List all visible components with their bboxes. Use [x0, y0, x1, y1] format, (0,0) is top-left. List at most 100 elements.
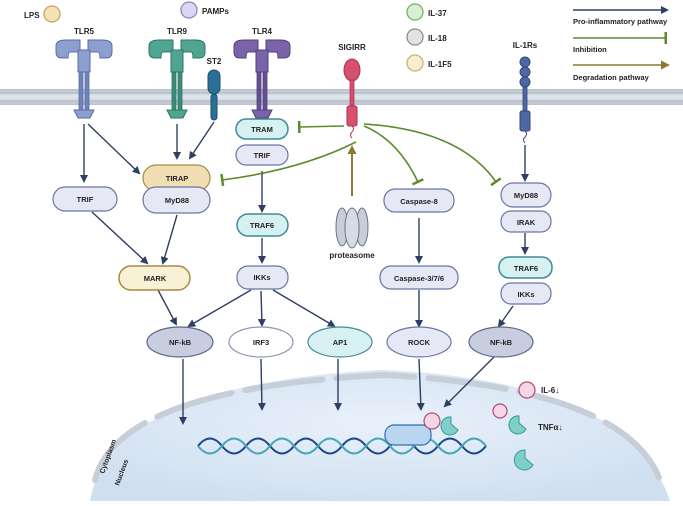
- caspase376-node[interactable]: [379, 265, 459, 290]
- proteasome-label: proteasome: [329, 251, 375, 260]
- trif-left-label: TRIF: [77, 195, 94, 204]
- il1rs-receptor: IL-1Rs: [513, 41, 538, 144]
- trif-tlr4-label: TRIF: [254, 151, 271, 160]
- il1rs-ig-1: [519, 56, 531, 68]
- legend-il18-label: IL-18: [428, 34, 447, 43]
- lps-ligand-icon: [43, 5, 61, 23]
- irf3-node[interactable]: [228, 326, 294, 358]
- inhibit-myd88-right: [363, 123, 502, 187]
- legend-inhibition-label: Inhibition: [573, 45, 607, 54]
- ikks-mid-node[interactable]: [236, 265, 289, 290]
- tlr4-ectodomain-right: [265, 39, 291, 59]
- caspase8-label: Caspase-8: [400, 197, 438, 206]
- il1rs-tir-domain: [519, 110, 531, 132]
- tnfa-label: TNFα↓: [538, 423, 562, 432]
- ikks-mid-label: IKKs: [253, 273, 270, 282]
- transcription-complex-icon: [384, 424, 432, 446]
- ikks-right-node[interactable]: [500, 282, 552, 305]
- nucleus-area: [90, 370, 670, 501]
- myd88-right-label: MyD88: [514, 191, 538, 200]
- ap1-node[interactable]: [307, 326, 373, 358]
- tlr5-tm-right: [84, 71, 90, 111]
- traf6-mid-label: TRAF6: [250, 221, 274, 230]
- tlr5-tir-domain: [73, 109, 95, 119]
- arrow-tlr5-to-tirap: [87, 123, 141, 175]
- tlr4-stalk: [255, 49, 269, 73]
- legend-il1f5-label: IL-1F5: [428, 60, 452, 69]
- il1rs-ig-2: [519, 66, 531, 78]
- tlr5-ectodomain-left: [55, 39, 81, 59]
- sigirr-label: SIGIRR: [338, 43, 366, 52]
- tlr4-ectodomain-left: [233, 39, 259, 59]
- tlr4-tm-left: [256, 71, 262, 111]
- arrow-rock-to-nucleus: [416, 358, 425, 411]
- tlr9-ectodomain-right: [180, 39, 206, 59]
- tlr4-tm-right: [262, 71, 268, 111]
- tlr4-label: TLR4: [252, 27, 273, 36]
- irf3-label: IRF3: [253, 338, 269, 347]
- il6-cytokine-icon: [518, 381, 536, 399]
- legend-pro-inflammatory-label: Pro-inflammatory pathway: [573, 17, 668, 26]
- st2-tail: [210, 93, 218, 121]
- tlr9-ectodomain-left: [148, 39, 174, 59]
- sigirr-ig-domain: [343, 58, 361, 82]
- arrow-irf3-to-nucleus: [257, 358, 266, 411]
- tnfa-mrna-icon: [440, 416, 459, 436]
- il6-mrna-icon: [423, 412, 441, 430]
- caspase8-node[interactable]: [383, 188, 455, 213]
- tlr5-label: TLR5: [74, 27, 95, 36]
- inhibit-tirap: [220, 141, 357, 187]
- tlr4-receptor: TLR4: [233, 27, 291, 119]
- tnfa-cytokine-icon: [508, 415, 527, 435]
- irak-label: IRAK: [517, 218, 536, 227]
- myd88-left-node[interactable]: [142, 186, 211, 214]
- legend-degradation-label: Degradation pathway: [573, 73, 650, 82]
- nfkb-left-node[interactable]: [146, 326, 214, 358]
- nfkb-left-label: NF-kB: [169, 338, 192, 347]
- irak-node[interactable]: [500, 210, 552, 233]
- tlr9-stalk: [170, 49, 184, 73]
- il6-label: IL-6↓: [541, 386, 559, 395]
- tram-label: TRAM: [251, 125, 273, 134]
- arrow-trif-to-mark: [91, 211, 149, 265]
- pro-inflammatory-arrows: [80, 121, 529, 425]
- tirap-label: TIRAP: [166, 174, 189, 183]
- proteasome-icon: proteasome: [329, 207, 375, 260]
- trif-tlr4-node[interactable]: [235, 144, 289, 166]
- legend-pathways: Pro-inflammatory pathway Inhibition Degr…: [573, 6, 670, 82]
- tlr4-tir-domain: [251, 109, 273, 119]
- sigirr-receptor: SIGIRR: [338, 43, 366, 139]
- trif-left-node[interactable]: [52, 186, 118, 212]
- traf6-right-node[interactable]: [498, 256, 553, 279]
- rock-node[interactable]: [386, 326, 452, 358]
- plasma-membrane: [0, 89, 683, 105]
- arrow-nfkb-right-to-nucleus: [443, 356, 495, 408]
- sigirr-tail: [350, 125, 354, 139]
- legend-il37-label: IL-37: [428, 9, 447, 18]
- st2-label: ST2: [207, 57, 222, 66]
- nfkb-right-node[interactable]: [468, 326, 534, 358]
- rock-label: ROCK: [408, 338, 431, 347]
- tram-node[interactable]: [235, 118, 289, 140]
- inhibit-caspase8: [363, 125, 424, 186]
- tlr5-stalk: [77, 49, 91, 73]
- mark-node[interactable]: [118, 265, 191, 291]
- ap1-label: AP1: [333, 338, 348, 347]
- tlr9-tm-left: [171, 71, 177, 111]
- tlr5-tm-left: [78, 71, 84, 111]
- myd88-right-node[interactable]: [500, 182, 552, 208]
- traf6-mid-node[interactable]: [236, 213, 289, 237]
- il37-ligand-icon: [406, 3, 424, 21]
- tlr5-receptor: TLR5: [55, 27, 113, 119]
- tlr9-tm-right: [177, 71, 183, 111]
- il6-secreted-icon: [492, 403, 508, 419]
- pamps-ligand-icon: [180, 1, 198, 19]
- tnfa-cytokine-icon-2: [513, 449, 534, 471]
- inhibit-tram: [297, 120, 345, 134]
- legend-pamps-label: PAMPs: [202, 7, 230, 16]
- il1rs-label: IL-1Rs: [513, 41, 538, 50]
- legend-ligands: LPS PAMPs IL-37 IL-18 IL-1F5: [24, 1, 452, 72]
- sigirr-tir-domain: [346, 105, 358, 127]
